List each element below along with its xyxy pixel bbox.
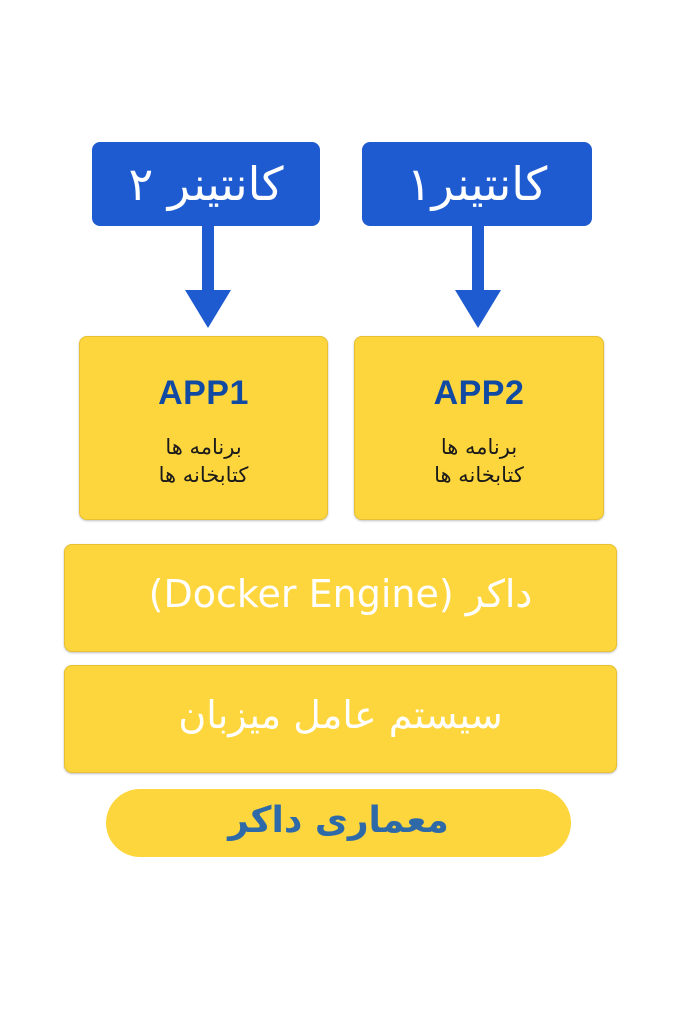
app1-box: APP1 برنامه ها کتابخانه ها (79, 336, 328, 520)
diagram-caption: معماری داکر (106, 789, 571, 857)
arrow-down-icon (455, 226, 501, 328)
docker-engine-layer: داکر (Docker Engine) (64, 544, 617, 652)
app-title: APP1 (158, 374, 249, 412)
host-os-layer: سیستم عامل میزبان (64, 665, 617, 773)
app-programs-label: برنامه ها (165, 435, 242, 459)
arrow-down-icon (185, 226, 231, 328)
container-2-label: کانتینر ۲ (92, 142, 320, 226)
app-programs-label: برنامه ها (440, 435, 518, 459)
app-title: APP2 (433, 374, 525, 412)
app2-box: APP2 برنامه ها کتابخانه ها (354, 336, 604, 520)
app-libraries-label: کتابخانه ها (158, 463, 249, 487)
container-1-label: کانتینر۱ (362, 142, 592, 226)
app-libraries-label: کتابخانه ها (434, 463, 524, 487)
